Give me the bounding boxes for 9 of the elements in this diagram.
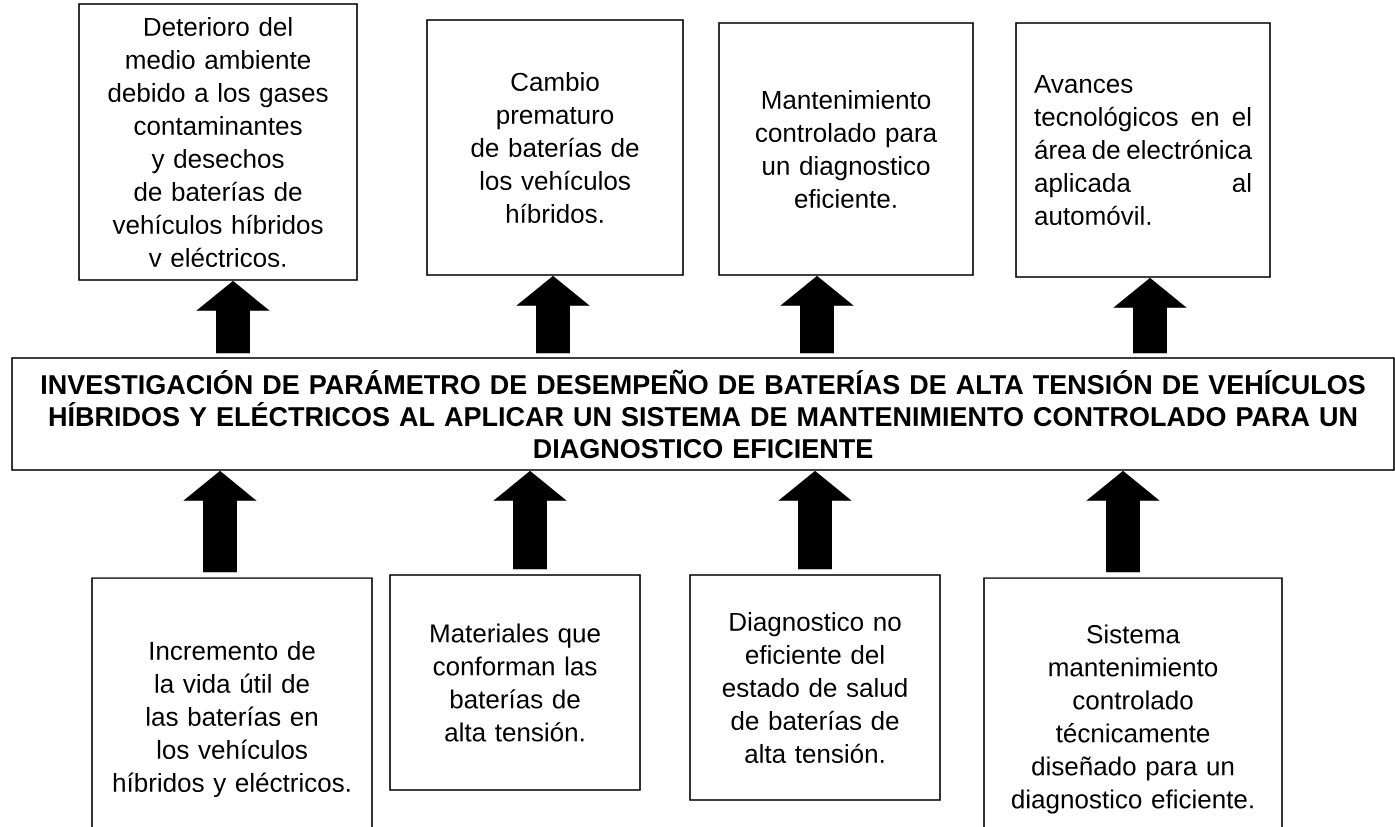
cause-box: Diagnostico no eficiente del estado de salud de baterías de alta tensión. <box>689 574 941 801</box>
effect-box: Deterioro del medio ambiente debido a los gases contaminantes y desechos de baterías de vehículos híbridos v eléctricos. <box>78 3 358 281</box>
effect-box: Mantenimiento controlado para un diagnostico eficiente. <box>718 22 974 276</box>
effect-box: Cambio prematuro de baterías de los vehículos híbridos. <box>426 19 684 276</box>
effect-box: Avances tecnológicos en el área de electrónica aplicada al automóvil. <box>1015 22 1271 278</box>
cause-box: Incremento de la vida útil de las baterías en los vehículos híbridos y eléctricos. <box>91 577 373 827</box>
problem-box: INVESTIGACIÓN DE PARÁMETRO DE DESEMPEÑO DE BATERÍAS DE ALTA TENSIÓN DE VEHÍCULOS HÍBRIDOS Y ELÉCTRICOS AL APLICAR UN SISTEMA DE MANTENIMIENTO CONTROLADO PARA UN DIAGNOSTICO EFICIENTE <box>11 357 1395 471</box>
cause-box: Sistema mantenimiento controlado técnicamente diseñado para un diagnostico eficiente. <box>983 577 1283 827</box>
cause-box: Materiales que conforman las baterías de alta tensión. <box>389 574 641 791</box>
